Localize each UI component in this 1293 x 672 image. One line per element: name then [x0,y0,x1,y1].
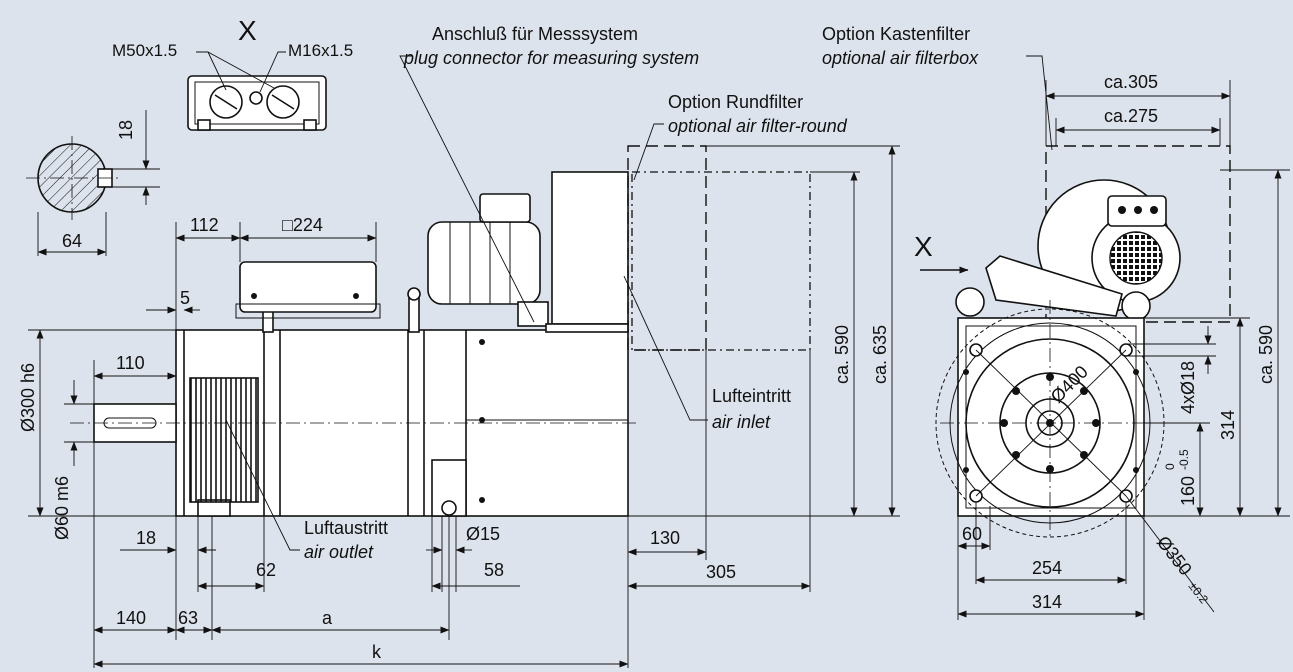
motor-side-view [70,145,811,517]
blower-fan-grille [1109,231,1163,285]
dim-a: a [322,608,333,628]
box-filter-label-de: Option Kastenfilter [822,24,970,44]
box-filter-label-en: optional air filterbox [822,48,979,68]
dim-5: 5 [180,288,190,308]
dim-ca590-front: ca. 590 [1256,325,1276,384]
dim-k: k [372,642,382,662]
dim-63: 63 [178,608,198,628]
terminal-box-front [985,255,1123,317]
dim-112: 112 [190,215,219,235]
dim-pcd350: Ø350 [1153,532,1196,579]
fan-housing [551,171,629,325]
dim-pcd350-tol: ±0.2 [1186,579,1212,606]
dim-flange-fit: Ø300 h6 [18,363,38,432]
shaft-section: 18 64 [26,110,160,256]
round-filter-outline [627,145,707,351]
terminal-box-view-x: X M50x1.5 M16x1.5 [112,15,353,131]
dim-ca635: ca. 635 [870,325,890,384]
dim-62: 62 [256,560,276,580]
dim-110: 110 [116,353,145,373]
dim-shaft-64: 64 [62,231,82,251]
view-x-arrow-label: X [914,231,933,262]
dim-314-horizontal: 314 [1032,592,1062,612]
dim-dia15: Ø15 [466,524,500,544]
side-callouts: Anschluß für Messsystem plug connector f… [225,24,848,562]
blower-motor [427,221,541,305]
air-outlet-grill [189,377,259,503]
dim-58: 58 [484,560,504,580]
gland-m16 [249,91,263,105]
view-x-label: X [238,15,257,46]
dim-254: 254 [1032,558,1062,578]
round-filter-label-de: Option Rundfilter [668,92,803,112]
dim-314-vertical: 314 [1218,410,1238,440]
side-view-dimensions: 112 □224 5 110 Ø300 h6 Ø60 m6 18 62 [18,145,900,668]
air-outlet-label-de: Luftaustritt [304,518,388,538]
dim-shaft-fit: Ø60 m6 [52,476,72,540]
measuring-label-en: plug connector for measuring system [403,48,699,68]
tol-upper: 0 [1163,463,1177,470]
dim-160: 160 [1178,476,1198,506]
air-inlet-label-en: air inlet [712,412,771,432]
box-filter-outline-side [631,171,811,351]
dim-140: 140 [116,608,146,628]
measuring-label-de: Anschluß für Messsystem [432,24,638,44]
round-filter-label-en: optional air filter-round [668,116,848,136]
dim-18: 18 [136,528,156,548]
tol-lower: -0.5 [1177,449,1191,470]
motor-front-view: X [914,145,1231,540]
gland-large-label: M50x1.5 [112,41,177,60]
air-inlet-label-de: Lufteintritt [712,386,791,406]
dim-224: □224 [282,215,323,235]
dim-ca590-side: ca. 590 [832,325,852,384]
dim-130: 130 [650,528,680,548]
air-outlet-label-en: air outlet [304,542,374,562]
dim-holes: 4xØ18 [1178,361,1198,414]
terminal-box-side [239,261,377,313]
dim-305: 305 [706,562,736,582]
dim-60: 60 [962,524,982,544]
dim-ca275: ca.275 [1104,106,1158,126]
dim-ca305: ca.305 [1104,72,1158,92]
gland-small-label: M16x1.5 [288,41,353,60]
dim-key-height: 18 [116,120,136,140]
